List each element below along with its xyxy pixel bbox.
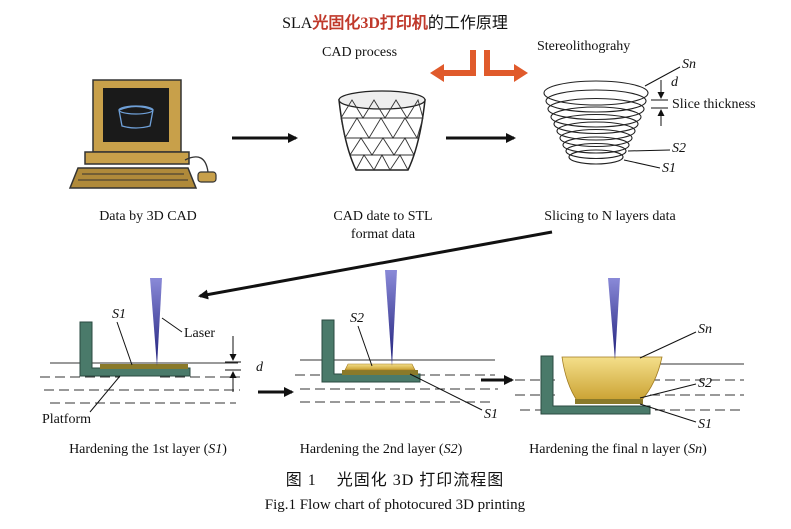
platform-label: Platform [42, 412, 91, 427]
computer-icon [68, 79, 217, 189]
caption-english: Fig.1 Flow chart of photocured 3D printi… [265, 497, 526, 513]
s2-leader-stage2 [357, 325, 373, 367]
title-highlight: 光固化3D打印机 [311, 13, 428, 32]
slice-layers-icon [543, 80, 649, 165]
sn-leader-top [644, 66, 681, 87]
s2-leader-top [627, 149, 671, 152]
laser-beam-2 [385, 270, 397, 366]
arrow-slicing-to-hardening [198, 230, 553, 300]
sn-label-top: Sn [682, 57, 696, 72]
stl-mesh-bowl-icon [338, 90, 426, 171]
s1-leader-stage1 [116, 321, 133, 366]
laser-beam-1 [150, 278, 162, 366]
hardening-stage-2 [295, 270, 498, 403]
s1-leader-top [623, 159, 661, 169]
s1-label-stage2: S1 [484, 407, 498, 422]
laser-leader [161, 317, 183, 333]
caption-chinese: 图 1 光固化 3D 打印流程图 [286, 471, 505, 489]
title-prefix: SLA [282, 15, 313, 32]
hardening-1st-label: Hardening the 1st layer (S1) [69, 442, 227, 457]
hardening-2nd-label: Hardening the 2nd layer (S2) [300, 442, 463, 457]
s1-leader-stage2 [409, 373, 483, 411]
data-by-cad-label: Data by 3D CAD [99, 209, 197, 224]
s1-label-stage1: S1 [112, 307, 126, 322]
cad-process-label: CAD process [322, 45, 397, 60]
hardening-stage-1 [40, 278, 241, 404]
diagram-title: SLA光固化3D打印机的工作原理 [282, 13, 508, 32]
s2-label-stage3: S2 [698, 376, 712, 391]
s1-leader-stage3 [639, 403, 697, 423]
laser-beam-3 [608, 278, 620, 360]
cad-to-stl-label-line2: format data [351, 227, 416, 242]
platform-leader [89, 375, 121, 413]
slicing-label: Slicing to N layers data [544, 209, 676, 224]
title-suffix: 的工作原理 [428, 14, 508, 32]
sn-leader-stage3 [639, 331, 697, 359]
hardening-stage-3 [515, 278, 744, 415]
cad-to-stl-label-line1: CAD date to STL [333, 209, 432, 224]
d-label-top: d [671, 75, 679, 90]
s2-label-stage2: S2 [350, 311, 364, 326]
sn-label-stage3: Sn [698, 322, 712, 337]
slice-thickness-marker [651, 80, 668, 126]
s1-label-stage3: S1 [698, 417, 712, 432]
stereolithography-label: Stereolithograhy [537, 39, 630, 54]
laser-label: Laser [184, 326, 215, 341]
hardening-final-label: Hardening the final n layer (Sn) [529, 442, 707, 457]
orange-arrows-icon [430, 50, 528, 82]
slice-thickness-label: Slice thickness [672, 97, 756, 112]
s2-leader-stage3 [639, 383, 697, 399]
s2-label-top: S2 [672, 141, 686, 156]
s1-label-top: S1 [662, 161, 676, 176]
d-label-stage1: d [256, 360, 264, 375]
